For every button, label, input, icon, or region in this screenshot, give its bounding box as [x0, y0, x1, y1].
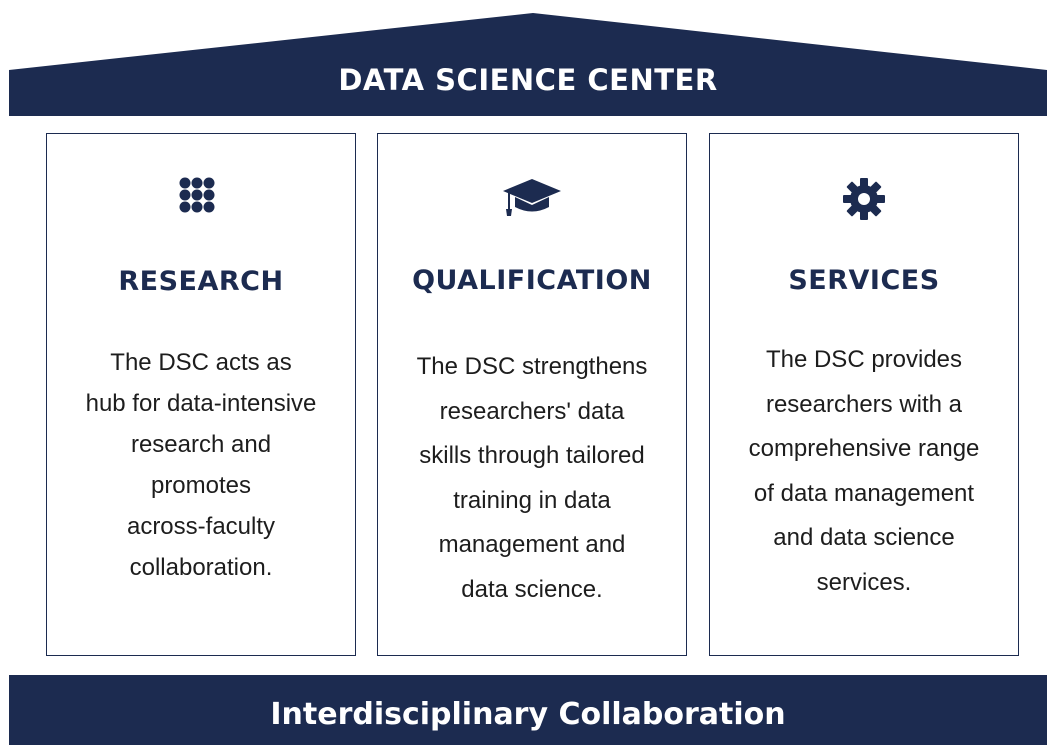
- pillar-title: SERVICES: [788, 265, 940, 296]
- pillar-title: QUALIFICATION: [412, 265, 652, 296]
- description-line: The DSC strengthens: [416, 353, 648, 380]
- description-line: services.: [816, 568, 912, 596]
- pillar-title: RESEARCH: [118, 266, 284, 297]
- pillar-description: The DSC strengthens researchers' data sk…: [398, 345, 666, 612]
- description-line: across-faculty: [126, 513, 276, 540]
- gear-icon: [710, 174, 1018, 224]
- description-line: skills through tailored: [419, 442, 645, 469]
- description-line: comprehensive range: [748, 435, 980, 462]
- dot-grid-icon: [47, 174, 355, 224]
- description-line: management and: [438, 531, 626, 558]
- description-line: The DSC provides: [765, 346, 963, 373]
- foundation-label: Interdisciplinary Collaboration: [270, 697, 786, 732]
- description-line: promotes: [150, 472, 252, 499]
- description-line: training in data: [453, 486, 611, 514]
- foundation: Interdisciplinary Collaboration: [9, 675, 1047, 745]
- description-line: research and: [130, 431, 272, 458]
- pillar-research: RESEARCH The DSC acts as hub for data-in…: [46, 133, 356, 656]
- pillar-services: SERVICES The DSC provides researchers wi…: [709, 133, 1019, 656]
- description-line: collaboration.: [129, 554, 273, 581]
- roof-title: DATA SCIENCE CENTER: [338, 63, 718, 97]
- pillar-description: The DSC acts as hub for data-intensive r…: [67, 342, 335, 588]
- pillar-description: The DSC provides researchers with a comp…: [730, 338, 998, 605]
- description-line: researchers' data: [439, 397, 625, 425]
- description-line: and data science: [773, 524, 955, 551]
- graduation-cap-icon: [378, 174, 686, 224]
- description-line: data science.: [461, 575, 603, 603]
- description-line: researchers with a: [765, 390, 963, 418]
- description-line: hub for data-intensive: [85, 390, 317, 417]
- description-line: of data management: [753, 479, 975, 507]
- pillar-qualification: QUALIFICATION The DSC strengthens resear…: [377, 133, 687, 656]
- description-line: The DSC acts as: [110, 349, 292, 376]
- roof: [9, 13, 1047, 116]
